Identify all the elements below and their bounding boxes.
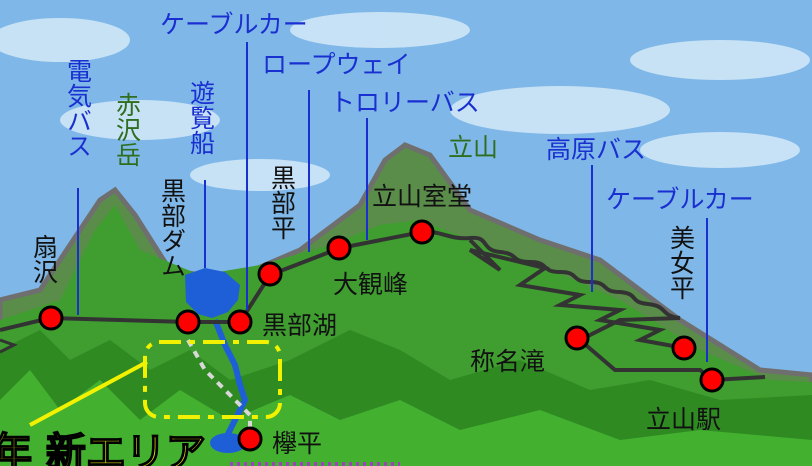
new-area-path — [186, 339, 252, 438]
stations — [38, 219, 725, 452]
label-keyakidaira: 欅平 — [272, 429, 322, 458]
new-area-banner: 年 新エリア — [0, 430, 206, 466]
station-tateyama-eki[interactable] — [699, 367, 725, 393]
lower-lake — [210, 433, 246, 453]
label-electric-bus: 電気バス — [64, 58, 93, 158]
label-cable-car-1: ケーブルカー — [160, 10, 308, 39]
label-cable-car-2: ケーブルカー — [606, 185, 754, 214]
station-shomyo-daki[interactable] — [564, 325, 590, 351]
kurobe-lake — [185, 268, 240, 318]
foreground-hills — [0, 370, 812, 466]
label-kurobe-ko: 黒部湖 — [262, 311, 337, 340]
station-daikanbo[interactable] — [326, 235, 352, 261]
label-tateyama: 立山 — [448, 133, 498, 162]
label-tateyama-eki: 立山駅 — [646, 405, 721, 434]
route-line — [0, 229, 766, 383]
label-kogen-bus: 高原バス — [546, 135, 646, 164]
label-ropeway: ロープウェイ — [262, 50, 411, 79]
label-daikanbo: 大観峰 — [333, 270, 408, 299]
label-shomyo-daki: 称名滝 — [470, 347, 545, 376]
new-area-pointer — [29, 360, 148, 427]
new-area-box — [143, 340, 282, 419]
label-akazawadake: 赤沢岳 — [113, 92, 142, 167]
station-murodo[interactable] — [409, 219, 435, 245]
label-ogisawa: 扇沢 — [30, 234, 59, 284]
label-bijodaira: 美女平 — [667, 225, 696, 300]
station-keyakidaira[interactable] — [237, 426, 263, 452]
station-ogisawa[interactable] — [38, 305, 64, 331]
label-trolley-bus: トロリーバス — [330, 88, 480, 117]
label-kurobe-daira: 黒部平 — [268, 165, 297, 240]
station-bijodaira[interactable] — [671, 335, 697, 361]
station-kurobe-daira[interactable] — [257, 261, 283, 287]
route-zigzag-lower — [468, 238, 685, 350]
label-sightseeing-boat: 遊覧船 — [187, 80, 216, 155]
label-kurobe-dam: 黒部ダム — [158, 178, 187, 278]
river — [212, 318, 249, 442]
route-left-edge — [0, 338, 18, 354]
station-kurobe-ko[interactable] — [227, 309, 253, 335]
clouds — [0, 12, 810, 191]
leader-lines — [77, 42, 708, 362]
label-murodo: 立山室堂 — [372, 182, 472, 211]
station-kurobe-dam[interactable] — [175, 309, 201, 335]
